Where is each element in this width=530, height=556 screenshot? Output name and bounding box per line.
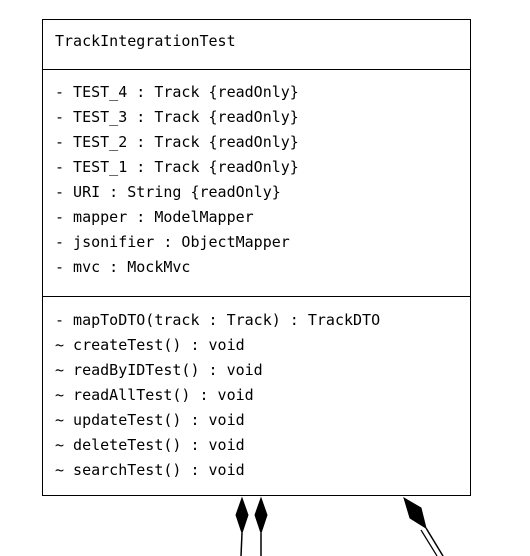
attribute-row: - TEST_1 : Track {readOnly} [55, 158, 299, 176]
operation-row: ~ readByIDTest() : void [55, 361, 263, 379]
connector-line [425, 527, 444, 556]
attribute-row: - TEST_2 : Track {readOnly} [55, 133, 299, 151]
operation-row: ~ searchTest() : void [55, 461, 245, 479]
connector-line [240, 532, 243, 556]
operation-row: - mapToDTO(track : Track) : TrackDTO [55, 311, 381, 329]
composition-connector[interactable] [403, 496, 444, 556]
operation-row: ~ updateTest() : void [55, 411, 245, 429]
composition-diamond-icon [403, 496, 427, 530]
operations-compartment: - mapToDTO(track : Track) : TrackDTO ~ c… [43, 297, 470, 483]
attributes-compartment: - TEST_4 : Track {readOnly} - TEST_3 : T… [43, 70, 470, 297]
composition-diamond-icon [254, 496, 268, 535]
attribute-row: - TEST_3 : Track {readOnly} [55, 108, 299, 126]
composition-connector[interactable] [235, 496, 249, 556]
operation-row: ~ readAllTest() : void [55, 386, 254, 404]
class-name: TrackIntegrationTest [43, 20, 470, 70]
operation-row: ~ deleteTest() : void [55, 436, 245, 454]
attribute-row: - mapper : ModelMapper [55, 208, 254, 226]
attribute-row: - jsonifier : ObjectMapper [55, 233, 290, 251]
attribute-row: - mvc : MockMvc [55, 258, 191, 276]
composition-diamond-icon [235, 496, 249, 535]
uml-class-box[interactable]: TrackIntegrationTest - TEST_4 : Track {r… [42, 19, 471, 496]
attribute-row: - URI : String {readOnly} [55, 183, 281, 201]
composition-connector[interactable] [254, 496, 268, 556]
operation-row: ~ createTest() : void [55, 336, 245, 354]
attribute-row: - TEST_4 : Track {readOnly} [55, 83, 299, 101]
connector-line [420, 529, 438, 556]
